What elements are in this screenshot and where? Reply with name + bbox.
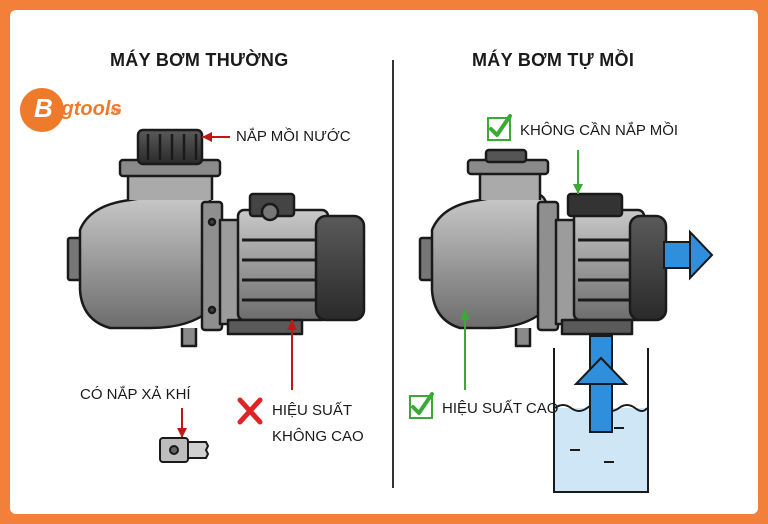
- suction-flow-arrow: [573, 335, 629, 433]
- check-icon: [409, 392, 434, 419]
- standard-pump-illustration: [66, 128, 366, 348]
- logo-badge: [20, 88, 64, 132]
- logo-word: igtools: [56, 98, 122, 120]
- priming-cap-part: [136, 128, 204, 166]
- drain-plug-part: [159, 437, 210, 463]
- self-priming-pump-heading: MÁY BƠM TỰ MỒI: [472, 50, 635, 70]
- check-icon: [487, 114, 512, 141]
- logo-letter: B: [34, 93, 53, 123]
- efficiency-label-line1: HIỆU SUẤT: [272, 402, 353, 419]
- bigtools-logo[interactable]: B igtools .vn: [20, 88, 136, 132]
- infographic-frame: B igtools .vn MÁY BƠM THƯỜNG MÁY BƠM TỰ …: [10, 10, 758, 514]
- self-priming-pump-illustration: [418, 148, 668, 348]
- drain-cap-label: CÓ NẮP XẢ KHÍ: [80, 386, 191, 403]
- illustration-canvas: [66, 60, 714, 493]
- outlet-flow-arrow: [663, 229, 714, 281]
- cross-icon: [237, 397, 263, 425]
- efficiency-label-line2: KHÔNG CAO: [272, 428, 364, 445]
- high-efficiency-label: HIỆU SUẤT CAO: [442, 400, 559, 417]
- standard-pump-heading: MÁY BƠM THƯỜNG: [110, 50, 289, 70]
- no-cap-label: KHÔNG CẦN NẮP MỒI: [520, 122, 679, 139]
- priming-cap-label: NẮP MỒI NƯỚC: [236, 128, 351, 145]
- logo-tld: .vn: [108, 106, 122, 117]
